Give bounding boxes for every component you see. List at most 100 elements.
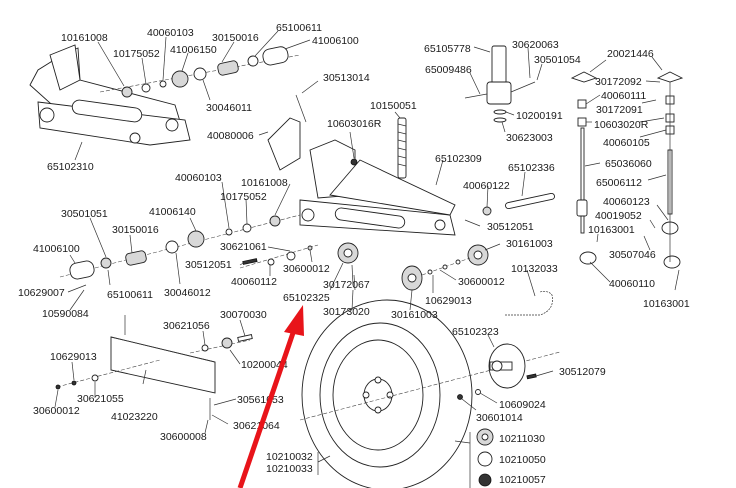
part-label[interactable]: 41006100 — [312, 35, 359, 47]
part-label[interactable]: 30600012 — [283, 263, 330, 275]
part-label[interactable]: 40060103 — [147, 27, 194, 39]
upper-shaft-parts — [121, 46, 289, 98]
part-label[interactable]: 10175052 — [220, 191, 267, 203]
part-label[interactable]: 40060105 — [603, 137, 650, 149]
part-label[interactable]: 10161008 — [241, 177, 288, 189]
part-label[interactable]: 10150051 — [370, 100, 417, 112]
part-label[interactable]: 10200044 — [241, 359, 288, 371]
part-label[interactable]: 30600008 — [160, 431, 207, 443]
part-label[interactable]: 10629013 — [50, 351, 97, 363]
part-label[interactable]: 10210032 — [266, 451, 313, 463]
part-label[interactable]: 30513014 — [323, 72, 370, 84]
part-label[interactable]: 30620063 — [512, 39, 559, 51]
part-label[interactable]: 65009486 — [425, 64, 472, 76]
bushing-icons — [469, 428, 494, 488]
part-label[interactable]: 10132033 — [511, 263, 558, 275]
part-label[interactable]: 40060123 — [603, 196, 650, 208]
part-label[interactable]: 30046012 — [164, 287, 211, 299]
part-label[interactable]: 65036060 — [605, 158, 652, 170]
part-label[interactable]: 40060112 — [231, 276, 277, 288]
part-label[interactable]: 41006100 — [33, 243, 80, 255]
part-label[interactable]: 30070030 — [220, 309, 267, 321]
part-label[interactable]: 65100611 — [107, 289, 153, 301]
part-label[interactable]: 30161003 — [506, 238, 553, 250]
part-label[interactable]: 30173020 — [323, 306, 370, 318]
part-label[interactable]: 10629007 — [18, 287, 65, 299]
part-label[interactable]: 30512051 — [487, 221, 534, 233]
part-label[interactable]: 30150016 — [212, 32, 259, 44]
part-label[interactable]: 30507046 — [609, 249, 656, 261]
part-label[interactable]: 65006112 — [596, 177, 642, 189]
part-label[interactable]: 30046011 — [206, 102, 252, 114]
part-label[interactable]: 30512051 — [185, 259, 232, 271]
head-unit-65105778 — [464, 45, 536, 123]
part-label[interactable]: 40060122 — [463, 180, 510, 192]
spring-coils — [397, 123, 407, 167]
part-label[interactable]: 30172067 — [323, 279, 370, 291]
part-label[interactable]: 30172091 — [596, 104, 643, 116]
part-label[interactable]: 30621056 — [163, 320, 210, 332]
part-label[interactable]: 10211030 — [499, 433, 545, 445]
pin-65102336 — [505, 192, 555, 210]
bearing-flanges — [401, 244, 489, 291]
chain-10132033 — [505, 291, 553, 316]
nut-10603016R — [350, 158, 358, 166]
part-label[interactable]: 30161003 — [391, 309, 438, 321]
part-label[interactable]: 30512079 — [559, 366, 606, 378]
frame-65102309 — [267, 94, 456, 236]
part-label[interactable]: 40019052 — [595, 210, 642, 222]
part-label[interactable]: 10609024 — [499, 399, 546, 411]
part-label[interactable]: 41006140 — [149, 206, 196, 218]
part-label[interactable]: 30621061 — [220, 241, 267, 253]
part-label[interactable]: 30172092 — [595, 76, 642, 88]
part-label[interactable]: 30621055 — [77, 393, 124, 405]
part-label[interactable]: 30561053 — [237, 394, 284, 406]
part-label[interactable]: 30150016 — [112, 224, 159, 236]
middle-shaft-parts — [59, 214, 319, 280]
part-label[interactable]: 30601014 — [476, 412, 523, 424]
part-label[interactable]: 40060110 — [609, 278, 655, 290]
part-label[interactable]: 10175052 — [113, 48, 160, 60]
part-label[interactable]: 10161008 — [61, 32, 108, 44]
rod-65006112 — [656, 71, 684, 269]
part-label[interactable]: 30600012 — [33, 405, 80, 417]
part-label[interactable]: 65102336 — [508, 162, 555, 174]
part-label[interactable]: 20021446 — [607, 48, 654, 60]
wheel-10210032 — [299, 299, 561, 488]
washer-40060122 — [482, 206, 492, 216]
part-label[interactable]: 65102309 — [435, 153, 482, 165]
part-label[interactable]: 40080006 — [207, 130, 254, 142]
part-label[interactable]: 10629013 — [425, 295, 472, 307]
part-label[interactable]: 30501054 — [534, 54, 581, 66]
part-label[interactable]: 30600012 — [458, 276, 505, 288]
part-label[interactable]: 10590084 — [42, 308, 89, 320]
sprocket-65102325 — [337, 242, 359, 286]
part-labels: 10161008 40060103 30150016 65100611 4100… — [18, 22, 690, 486]
part-label[interactable]: 30501051 — [61, 208, 108, 220]
part-label[interactable]: 65102323 — [452, 326, 499, 338]
part-label[interactable]: 10210033 — [266, 463, 313, 475]
part-label[interactable]: 10163001 — [643, 298, 690, 310]
part-label[interactable]: 41023220 — [111, 411, 158, 423]
part-label[interactable]: 10603016R — [327, 118, 382, 130]
part-label[interactable]: 30621064 — [233, 420, 280, 432]
frame-65102310 — [29, 44, 301, 146]
part-label[interactable]: 65105778 — [424, 43, 471, 55]
rod-65036060 — [570, 71, 598, 265]
part-label[interactable]: 10603020R — [594, 119, 649, 131]
part-label[interactable]: 10210050 — [499, 454, 546, 466]
part-label[interactable]: 10163001 — [588, 224, 635, 236]
leader-lines — [54, 30, 680, 475]
part-label[interactable]: 40060103 — [175, 172, 222, 184]
cover-plate-41023220 — [55, 315, 253, 420]
part-label[interactable]: 30623003 — [506, 132, 553, 144]
part-label[interactable]: 40060111 — [601, 90, 646, 102]
part-label[interactable]: 41006150 — [170, 44, 217, 56]
part-label[interactable]: 10200191 — [516, 110, 563, 122]
part-label[interactable]: 65100611 — [276, 22, 322, 34]
part-label[interactable]: 65102325 — [283, 292, 330, 304]
highlight-arrow — [237, 305, 304, 488]
part-label[interactable]: 65102310 — [47, 161, 94, 173]
part-label[interactable]: 10210057 — [499, 474, 546, 486]
